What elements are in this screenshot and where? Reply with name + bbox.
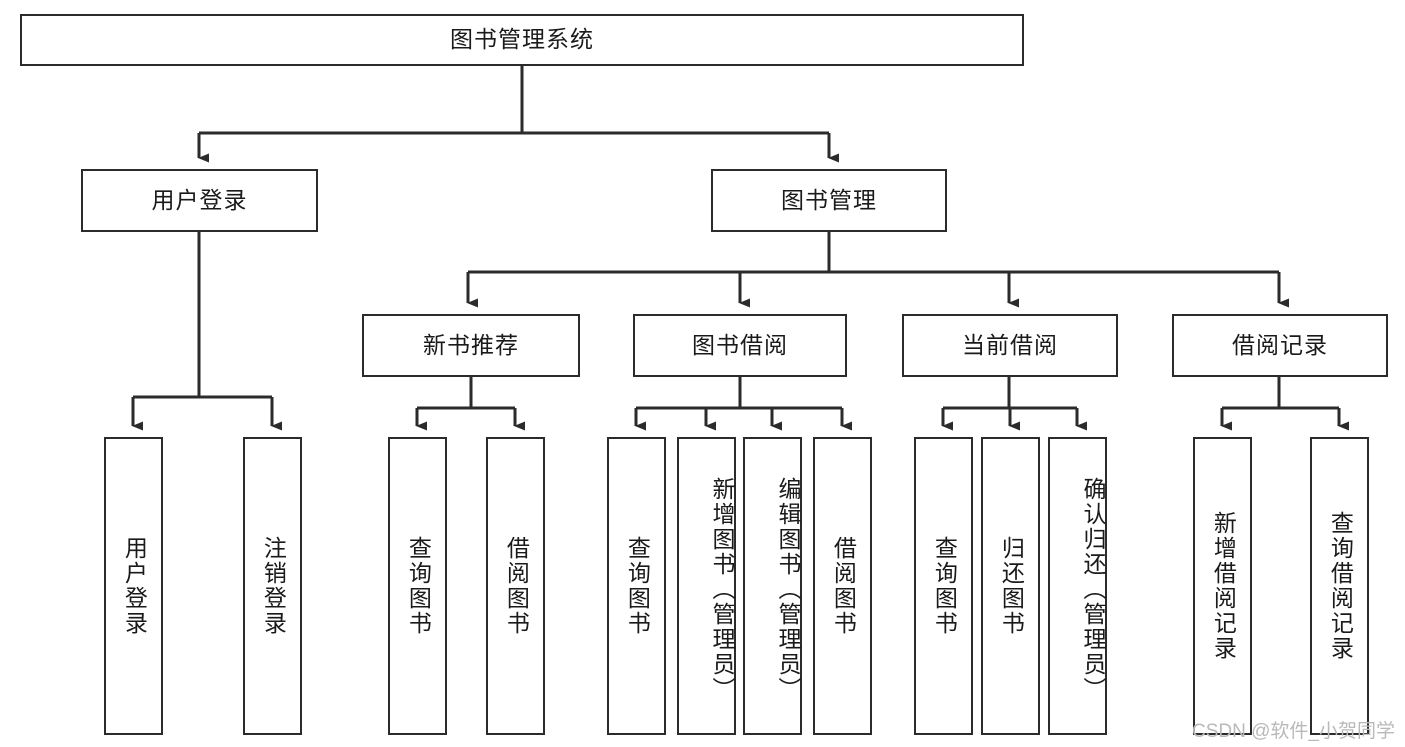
node-root[interactable]: 图书管理系统 (20, 14, 1024, 66)
node-leaf-query-book-recommend[interactable]: 查询图书 (388, 437, 447, 735)
node-leaf-query-book-borrow[interactable]: 查询图书 (607, 437, 666, 735)
node-leaf-borrow-book-recommend-label: 借阅图书 (503, 536, 530, 636)
node-current-borrow-label: 当前借阅 (962, 331, 1058, 358)
node-leaf-query-book-current[interactable]: 查询图书 (914, 437, 973, 735)
node-leaf-confirm-return-admin-label: 确认归还（管理员） (1080, 476, 1106, 702)
node-user-login-label: 用户登录 (151, 186, 248, 213)
node-current-borrow[interactable]: 当前借阅 (902, 314, 1118, 377)
node-leaf-confirm-return-admin[interactable]: 确认归还（管理员） (1048, 437, 1107, 735)
node-leaf-add-borrow-record-label: 新增借阅记录 (1210, 511, 1237, 661)
node-new-book-recommend-label: 新书推荐 (423, 331, 519, 358)
node-leaf-query-book-borrow-label: 查询图书 (624, 536, 651, 636)
node-book-borrow[interactable]: 图书借阅 (633, 314, 847, 377)
node-leaf-query-borrow-record[interactable]: 查询借阅记录 (1310, 437, 1369, 735)
node-leaf-user-login[interactable]: 用户登录 (104, 437, 163, 735)
node-leaf-return-book-label: 归还图书 (998, 536, 1025, 636)
node-root-label: 图书管理系统 (450, 26, 594, 53)
node-leaf-user-login-label: 用户登录 (121, 536, 148, 636)
node-leaf-borrow-book[interactable]: 借阅图书 (813, 437, 872, 735)
node-leaf-add-borrow-record[interactable]: 新增借阅记录 (1193, 437, 1252, 735)
node-leaf-edit-book-admin[interactable]: 编辑图书（管理员） (743, 437, 802, 735)
node-borrow-record-label: 借阅记录 (1232, 331, 1328, 358)
node-leaf-return-book[interactable]: 归还图书 (981, 437, 1040, 735)
node-leaf-query-book-current-label: 查询图书 (931, 536, 958, 636)
node-user-login[interactable]: 用户登录 (81, 169, 318, 232)
node-leaf-query-borrow-record-label: 查询借阅记录 (1327, 511, 1354, 661)
node-leaf-borrow-book-recommend[interactable]: 借阅图书 (486, 437, 545, 735)
node-leaf-borrow-book-label: 借阅图书 (830, 536, 857, 636)
node-book-management-label: 图书管理 (781, 186, 877, 213)
node-borrow-record[interactable]: 借阅记录 (1172, 314, 1388, 377)
node-leaf-logout[interactable]: 注销登录 (243, 437, 302, 735)
node-book-borrow-label: 图书借阅 (692, 331, 788, 358)
node-leaf-logout-label: 注销登录 (260, 536, 287, 636)
node-leaf-add-book-admin[interactable]: 新增图书（管理员） (677, 437, 736, 735)
node-leaf-add-book-admin-label: 新增图书（管理员） (709, 476, 735, 702)
node-new-book-recommend[interactable]: 新书推荐 (362, 314, 580, 377)
node-book-management[interactable]: 图书管理 (711, 169, 947, 232)
node-leaf-query-book-recommend-label: 查询图书 (405, 536, 432, 636)
node-leaf-edit-book-admin-label: 编辑图书（管理员） (775, 476, 801, 702)
